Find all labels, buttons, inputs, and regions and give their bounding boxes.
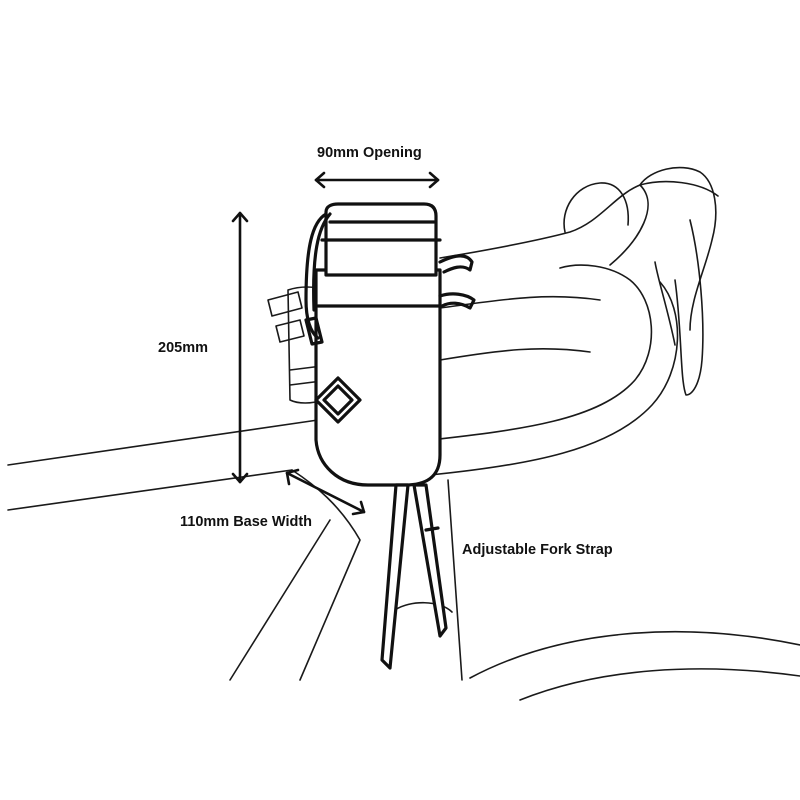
handlebar-drop-inner — [429, 281, 679, 476]
front-wheel-arc — [469, 630, 800, 679]
handlebar-drop-outer — [429, 264, 653, 441]
brake-hood-left — [563, 182, 630, 233]
shifter-lever — [654, 261, 676, 346]
bungee-cord-inner — [312, 212, 332, 312]
fork-strap-left — [380, 483, 410, 670]
stem-bolt-bottom — [275, 319, 305, 343]
down-tube-edge — [229, 519, 331, 681]
fork-crown — [394, 601, 453, 613]
height-label: 205mm — [158, 340, 208, 356]
handlebar-curve-back — [609, 184, 649, 266]
handlebar-top — [439, 180, 719, 259]
height-arrow — [231, 211, 249, 484]
handlebar-strap-lower — [438, 292, 476, 310]
fork-strap — [380, 483, 448, 670]
handlebar — [419, 166, 719, 479]
brake-hood-right — [639, 166, 717, 331]
fork-strap-label: Adjustable Fork Strap — [462, 542, 613, 558]
cord-toggle — [304, 316, 324, 346]
fork-strap-buckle — [424, 526, 440, 532]
fork-strap-right — [412, 483, 448, 638]
opening-label: 90mm Opening — [317, 145, 422, 161]
logo-diamond-inner — [322, 384, 354, 416]
bag-body — [314, 268, 442, 487]
head-tube-right-edge — [447, 479, 463, 681]
bungee-cord — [304, 212, 328, 340]
base-width-label: 110mm Base Width — [180, 514, 312, 530]
brake-lever — [674, 219, 704, 396]
top-tube-lower-edge — [7, 469, 293, 511]
head-tube-joint — [291, 469, 361, 681]
handlebar-strap-upper — [438, 254, 474, 274]
front-wheel-inner-arc — [519, 668, 800, 701]
base-width-arrow — [285, 468, 366, 516]
opening-arrow — [314, 171, 440, 189]
stem-bag — [304, 202, 476, 487]
top-tube-upper-edge — [7, 419, 319, 466]
stem-extension-bottom — [439, 347, 591, 361]
dimension-arrows — [231, 171, 440, 516]
bike-frame — [7, 419, 800, 701]
logo-diamond — [314, 376, 362, 424]
stem-bolt-top — [267, 291, 303, 317]
